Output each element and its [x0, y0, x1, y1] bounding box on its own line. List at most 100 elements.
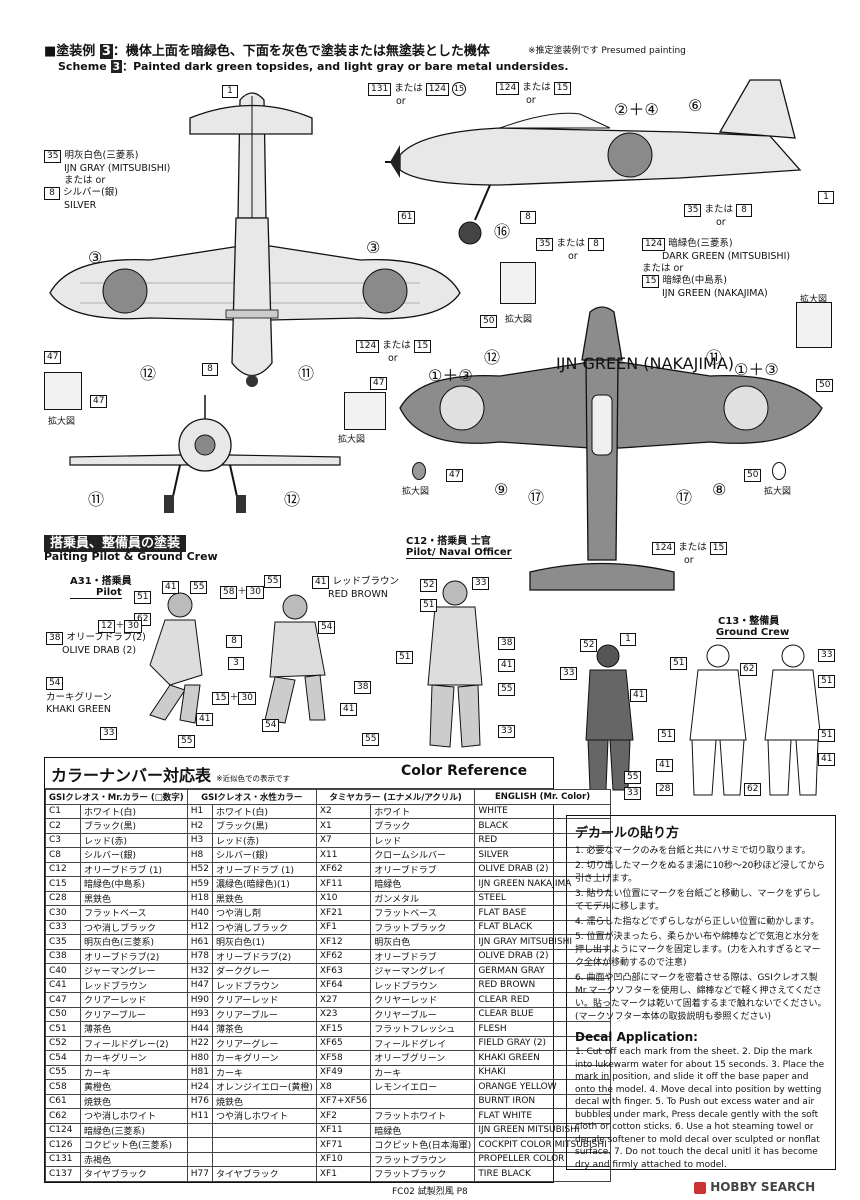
color-table-cell: XF10 — [315, 1151, 372, 1167]
color-table-cell: XF11 — [315, 876, 372, 892]
color-table-cell: H32 — [186, 963, 213, 979]
aircraft-side-view — [385, 79, 802, 245]
crew-62-c13b: 62 — [744, 776, 762, 796]
inset-50-caption: 拡大図 — [505, 315, 533, 325]
color-table-cell: クリアーレッド — [80, 992, 188, 1008]
color-table-cell: XF1 — [315, 1166, 372, 1182]
color-table-cell: C30 — [45, 905, 81, 921]
crew-51-c13: 51 — [670, 650, 688, 670]
callout-61: 61 — [398, 204, 416, 224]
color-table-header: カラーナンバー対応表 ※近似色での表示です Color Reference — [45, 758, 553, 789]
color-table-cell: H3 — [186, 832, 213, 848]
color-table-cell: レッドブラウン — [80, 977, 188, 993]
crew-51-c13d: 51 — [818, 722, 836, 742]
col-english: ENGLISH (Mr. Color) — [474, 789, 611, 805]
crew-33-c13: 33 — [560, 660, 578, 680]
color-table-cell: C8 — [45, 847, 81, 863]
color-table-cell: フラットベース — [370, 905, 476, 921]
color-table-cell: ホワイト — [370, 803, 476, 819]
callout-50-plan: 50 — [816, 372, 834, 392]
color-table-cell: X10 — [315, 890, 372, 906]
color-table-cell: C124 — [45, 1122, 81, 1138]
crew-54-b: 54 — [318, 614, 336, 634]
aircraft-top-view — [49, 92, 461, 387]
crew-41-redbrown: 41 レッドブラウン RED BROWN — [312, 576, 399, 601]
color-table-cell: H76 — [186, 1093, 213, 1109]
crew-8-a: 8 — [226, 628, 242, 648]
color-table-cell: ホワイト(白) — [80, 803, 188, 819]
color-table-head-row: GSIクレオス・Mr.カラー (□数字) GSIクレオス・水性カラー タミヤカラ… — [45, 789, 611, 805]
color-table-cell: X8 — [315, 1079, 372, 1095]
crew-41-c13: 41 — [630, 682, 648, 702]
color-table-cell: カーキ — [80, 1064, 188, 1080]
color-table-cell: H44 — [186, 1021, 213, 1037]
color-table-cell: H80 — [186, 1050, 213, 1066]
crew-41-c13c: 41 — [656, 752, 674, 772]
color-table-cell: オリーブドラブ (1) — [211, 861, 317, 877]
color-table-cell: C2 — [45, 818, 81, 834]
color-table-cell: H52 — [186, 861, 213, 877]
inset-50-right — [796, 302, 832, 348]
callout-1-3-right: ①＋③ — [734, 360, 779, 379]
hobby-search-watermark: HOBBY SEARCH — [694, 1180, 815, 1194]
color-table-cell: H47 — [186, 977, 213, 993]
ground-crew-figures — [585, 644, 822, 796]
color-table-cell: ブラック(黒) — [80, 818, 188, 834]
color-table-cell: C54 — [45, 1050, 81, 1066]
color-table-cell: H90 — [186, 992, 213, 1008]
lens-left — [412, 462, 426, 480]
color-table-cell: 焼鉄色 — [80, 1093, 188, 1109]
crew-55-a: 55 — [190, 574, 208, 594]
color-table-cell: ジャーマングレー — [80, 963, 188, 979]
page-footer: FC02 試製烈風 P8 — [392, 1187, 468, 1197]
callout-16: ⑯ — [494, 222, 511, 241]
crew-33-c12b: 33 — [498, 718, 516, 738]
color-table-cell: H2 — [186, 818, 213, 834]
color-table-cell: ダークグレー — [211, 963, 317, 979]
color-table-cell: C61 — [45, 1093, 81, 1109]
color-table-cell: ブラック(黒) — [211, 818, 317, 834]
color-table-cell: 薄茶色 — [211, 1021, 317, 1037]
color-table-cell: C33 — [45, 919, 81, 935]
color-table-cell: XF49 — [315, 1064, 372, 1080]
callout-17-left: ⑰ — [528, 488, 545, 507]
color-table-cell: フィールドグレー(2) — [80, 1035, 188, 1051]
color-table-cell: C1 — [45, 803, 81, 819]
color-table-cell: 赤褐色 — [80, 1151, 188, 1167]
crew-51-c12b: 51 — [396, 644, 414, 664]
decal-step: 2. 切り出したマークをぬるま湯に10秒〜20秒ほど浸してから引き上げます。 — [575, 861, 826, 884]
callout-1-3-left: ①＋③ — [428, 366, 473, 385]
color-table-cell: コクピット色(三菱系) — [80, 1137, 188, 1153]
crew-3-a: 3 — [228, 650, 244, 670]
crew-15-30: 15＋30 — [212, 690, 256, 705]
callout-12-front: ⑫ — [284, 490, 301, 509]
color-table-cell: クリアーブルー — [80, 1006, 188, 1022]
color-table-cell — [211, 1122, 317, 1138]
inset-47-plan — [344, 392, 386, 430]
decal-title-jp: デカールの貼り方 — [575, 826, 680, 841]
color-table-cell: C50 — [45, 1006, 81, 1022]
aircraft-plan-view — [399, 306, 823, 591]
crew-38-c12: 38 — [498, 630, 516, 650]
color-table-cell: クリアーブルー — [211, 1006, 317, 1022]
color-table-cell: カーキ — [211, 1064, 317, 1080]
callout-1-plan: 1 — [620, 626, 636, 646]
decal-text-en: 1. Cut off each mark from the sheet. 2. … — [575, 1047, 825, 1170]
scheme-number: 3 — [99, 44, 113, 59]
crew-55-c13: 55 — [624, 764, 642, 784]
color-table-cell: H22 — [186, 1035, 213, 1051]
color-table-cell: オリーブドラブ(2) — [80, 948, 188, 964]
color-reference-table: カラーナンバー対応表 ※近似色での表示です Color Reference GS… — [44, 757, 611, 1183]
color-table-cell: クリアーレッド — [211, 992, 317, 1008]
callout-3-left: ③ — [88, 248, 103, 267]
decal-step: 5. 位置が決まったら、柔らかい布や綿棒などで気泡と水分を押し出すようにマークを… — [575, 932, 821, 968]
callout-17-right: ⑰ — [676, 488, 693, 507]
presumed-note: ※推定塗装例です Presumed painting — [528, 46, 686, 56]
color-table-cell: オリーブグリーン — [370, 1050, 476, 1066]
color-table-cell: XF65 — [315, 1035, 372, 1051]
